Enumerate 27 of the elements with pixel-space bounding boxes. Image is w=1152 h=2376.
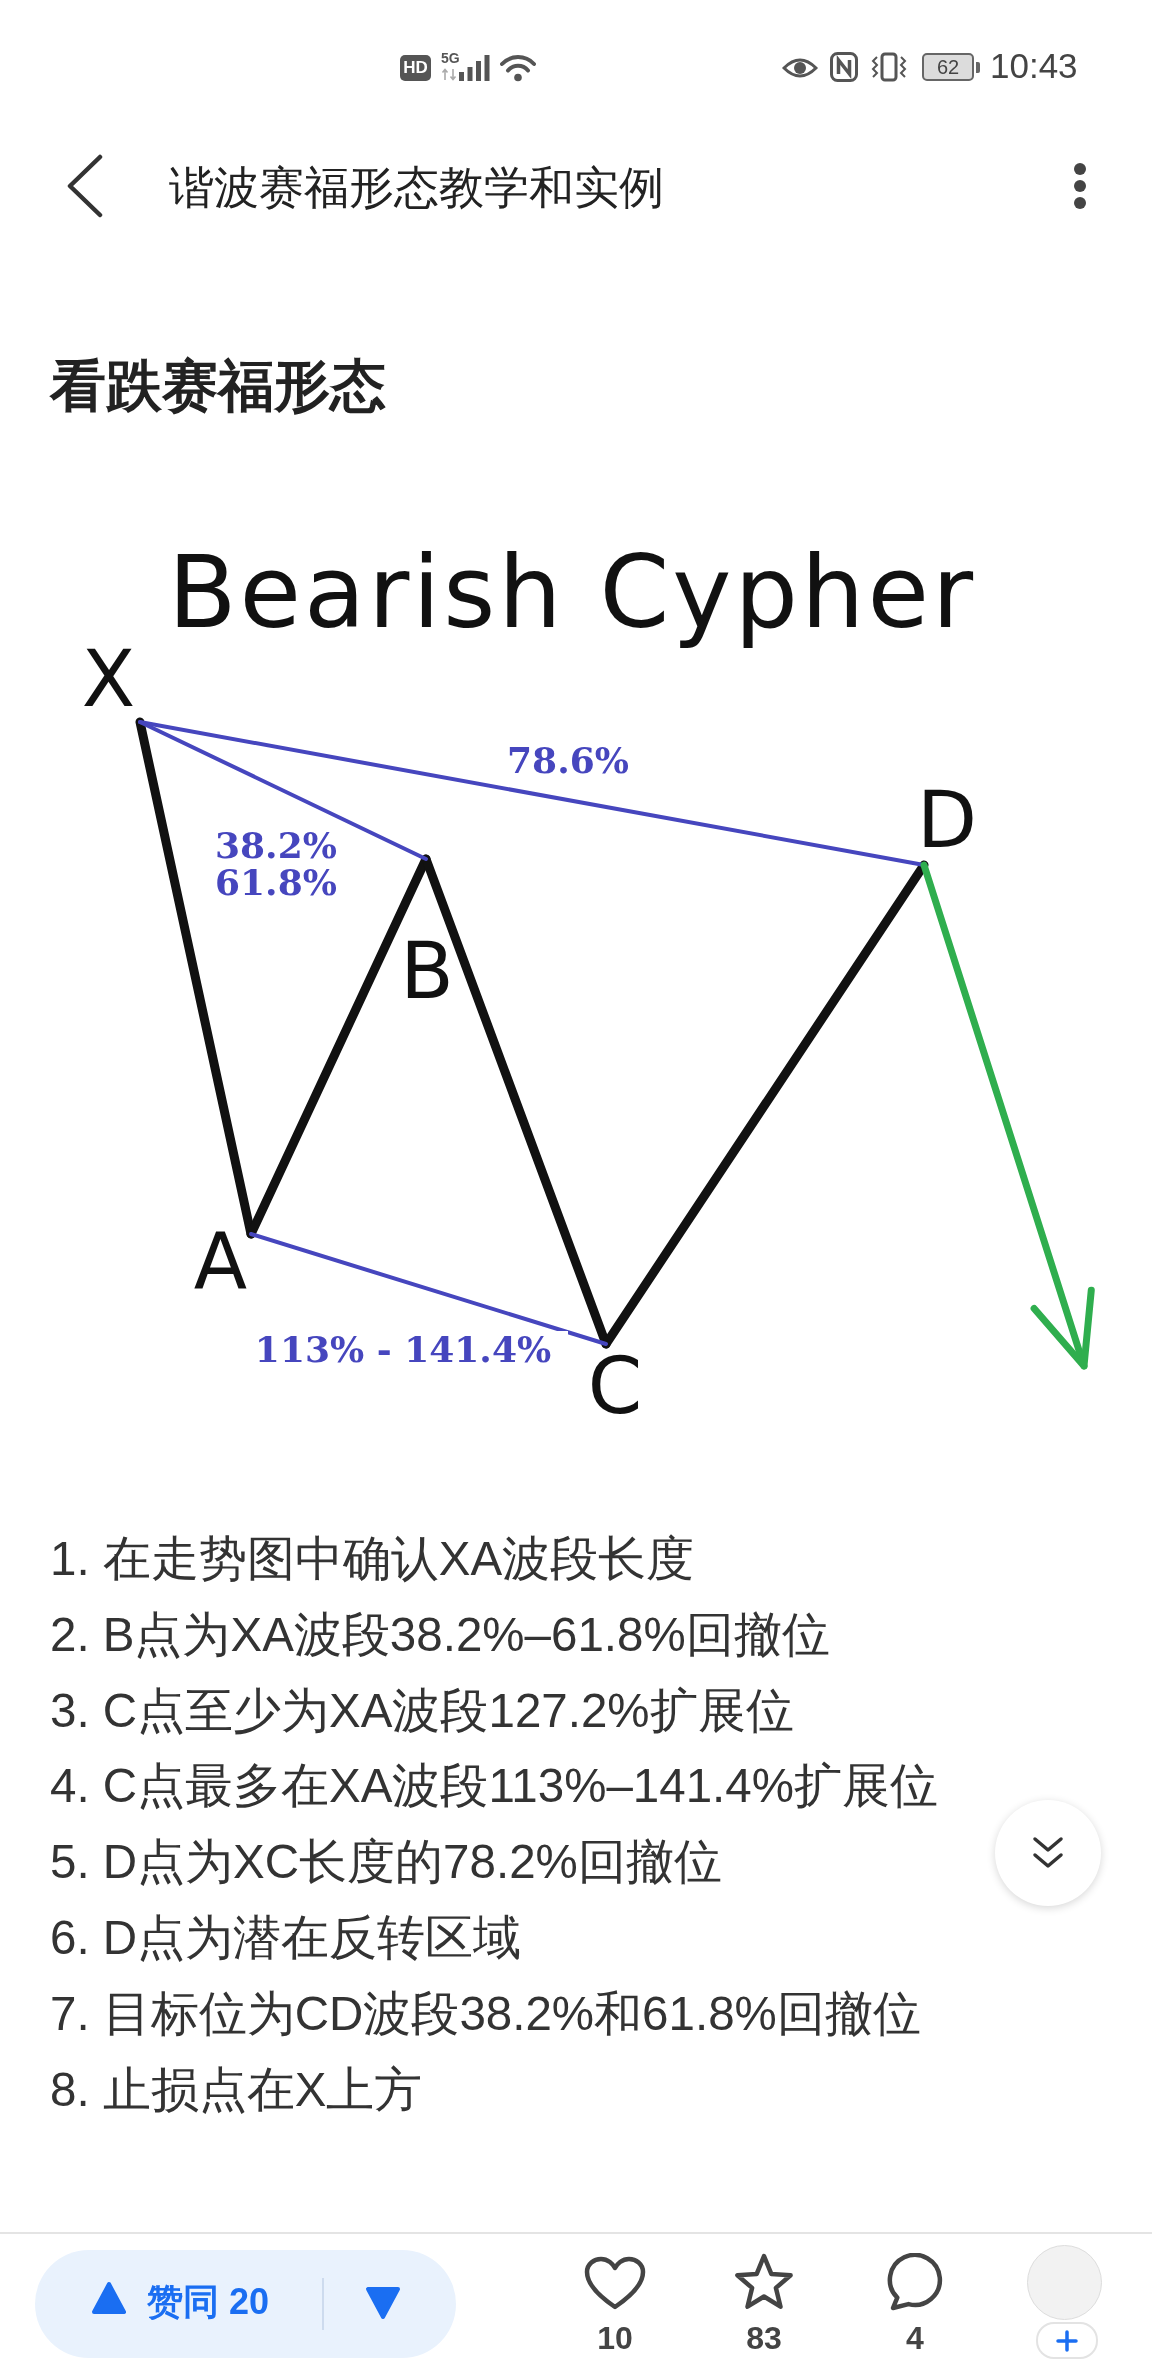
connector-line (601, 860, 929, 1349)
point-label: D (916, 781, 978, 865)
clock-time: 10:43 (990, 46, 1078, 86)
point-label: A (190, 1223, 251, 1301)
arrow (920, 861, 1095, 1370)
network-type: 5G (441, 50, 460, 66)
point-label: C (585, 1344, 645, 1425)
list-item: 2. B点为XA波段38.2%–61.8%回撤位 (50, 1606, 830, 1663)
list-item: 3. C点至少为XA波段127.2%扩展位 (50, 1682, 794, 1739)
point-label: X (77, 640, 140, 722)
list-item: 6. D点为潜在反转区域 (50, 1910, 522, 1966)
page-title: 谐波赛福形态教学和实例 (169, 161, 664, 215)
chart-title: Bearish Cypher (167, 533, 977, 653)
list-item: 4. C点最多在XA波段113%–141.4%扩展位 (50, 1758, 938, 1815)
hd-indicator: HD (400, 55, 431, 81)
list-item: 5. D点为XC长度的78.2%回撤位 (50, 1834, 722, 1891)
like-button: 10 (575, 2250, 655, 2356)
battery-indicator: 62 (922, 52, 982, 82)
connector-line (249, 1232, 608, 1346)
favorite-button: 83 (724, 2250, 804, 2356)
point-label: B (400, 859, 454, 1010)
upvote-button: 赞同 20 (88, 2276, 288, 2328)
comment-button: 4 (875, 2250, 955, 2356)
section-heading: 看跌赛福形态 (50, 353, 386, 419)
list-item: 8. 止损点在X上方 (50, 2061, 423, 2118)
list-item: 1. 在走势图中确认XA波段长度 (50, 1531, 695, 1587)
list-item: 7. 目标位为CD波段38.2%和61.8%回撤位 (50, 1985, 921, 2042)
